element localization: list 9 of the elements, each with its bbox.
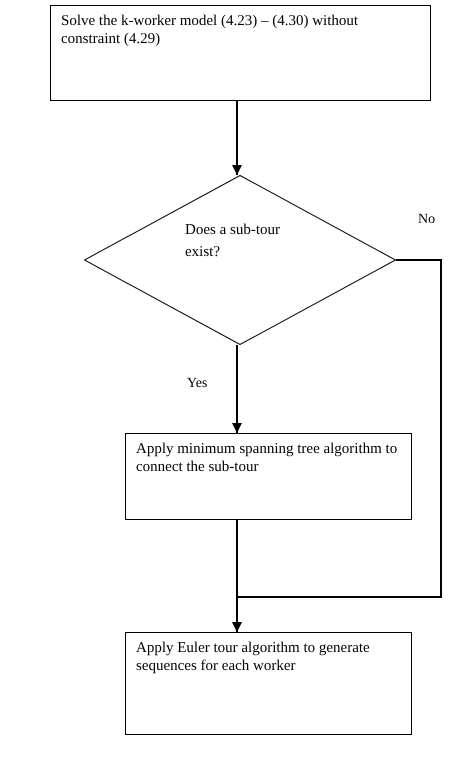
process-box: Solve the k-worker model (4.23) – (4.30) without constraint (4.29) xyxy=(50,5,431,101)
arrow xyxy=(232,345,242,433)
arrow xyxy=(232,520,242,632)
edge-label: Yes xyxy=(187,376,208,392)
process-box: Apply minimum spanning tree algorithm to connect the sub-tour xyxy=(125,433,412,520)
arrow xyxy=(232,101,242,175)
edge-label: No xyxy=(418,212,436,228)
decision-text: Does a sub-tour exist? xyxy=(185,221,281,262)
process-box: Apply Euler tour algorithm to generate sequences for each worker xyxy=(125,632,412,735)
